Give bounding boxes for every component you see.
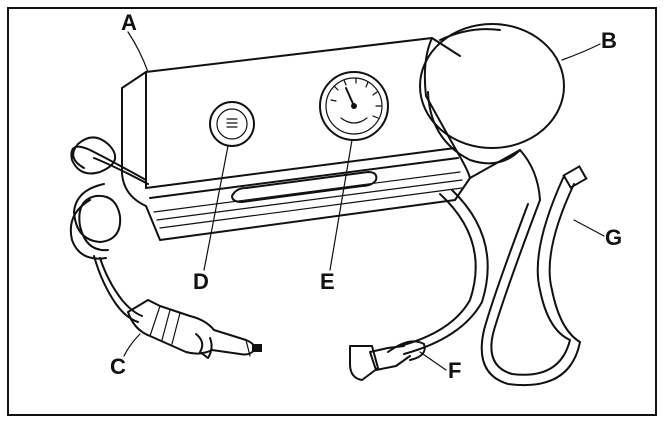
- power-cord: [69, 136, 149, 323]
- figure-frame: [7, 7, 657, 416]
- leader-a: [127, 31, 149, 73]
- motor-drum: [419, 23, 565, 179]
- callout-e: E: [320, 269, 335, 294]
- air-hose: [349, 189, 489, 381]
- accessory-hose: [480, 149, 588, 386]
- hose-fitting: [562, 165, 588, 189]
- plug-tip: [252, 344, 262, 352]
- callout-c: C: [110, 354, 126, 379]
- callout-f: F: [448, 358, 462, 383]
- pressure-gauge: [319, 71, 389, 141]
- callout-g: G: [605, 225, 623, 250]
- compressor-body: [121, 37, 471, 241]
- leader-e: [329, 139, 353, 271]
- callout-b: B: [601, 28, 617, 53]
- leader-d: [203, 145, 229, 271]
- leader-c: [123, 333, 141, 357]
- callout-a: A: [121, 10, 137, 35]
- leader-g: [573, 219, 605, 237]
- power-switch: [209, 101, 255, 147]
- callout-d: D: [193, 269, 209, 294]
- leader-f: [419, 351, 447, 371]
- leader-b: [561, 43, 601, 61]
- lighter-plug: [127, 299, 262, 359]
- leader-lines: [123, 31, 605, 371]
